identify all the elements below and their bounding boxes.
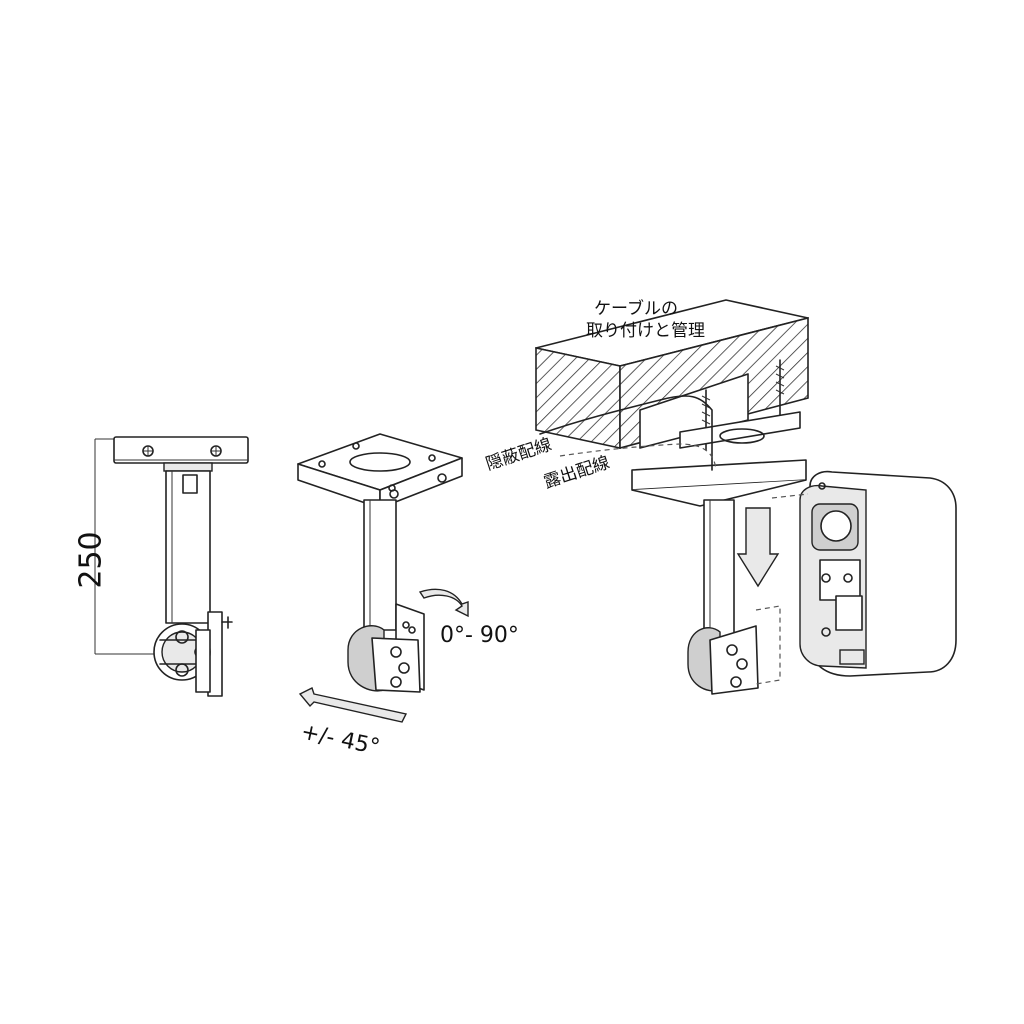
exposed-wiring-label: 露出配線 [541,453,612,493]
cable-title-line1: ケーブルの [594,298,678,319]
speaker [771,470,957,677]
rotation-view-bracket [297,433,463,693]
ceiling-block [535,299,809,450]
cable-title-line2: 取り付けと管理 [586,321,705,341]
side-view-bracket [94,436,249,697]
pan-arrow [298,687,408,723]
dimension-label: 250 [74,531,109,588]
pan-angle-label: +/- 45° [299,719,382,760]
concealed-wiring-label: 隠蔽配線 [483,435,554,475]
cables [539,395,717,471]
cable-title: ケーブルの 取り付けと管理 [586,298,705,341]
install-bracket [631,411,807,695]
tilt-angle-label: 0°- 90° [440,623,519,648]
tilt-arrow [418,588,469,618]
